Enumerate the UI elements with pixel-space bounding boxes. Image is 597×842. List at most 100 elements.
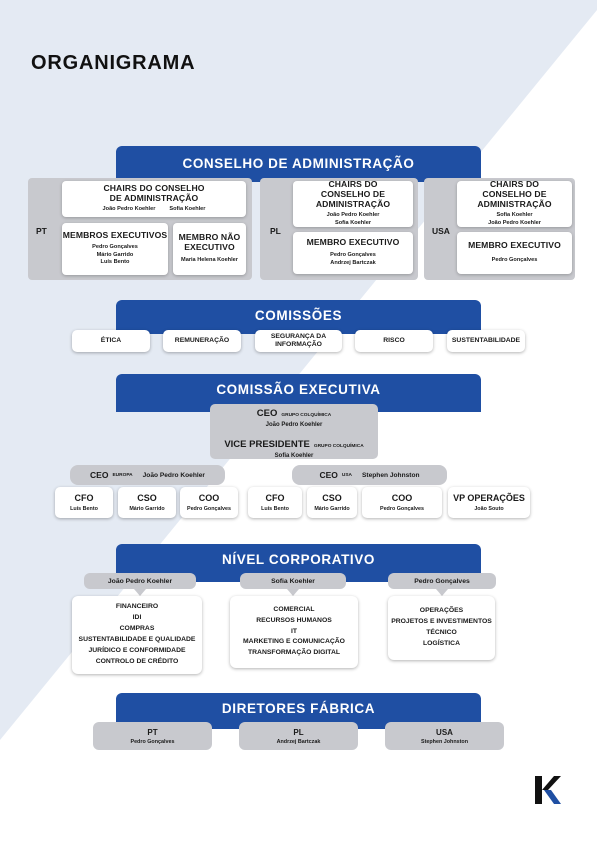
member-name: Luís Bento — [100, 259, 130, 266]
corporate-title: NÍVEL CORPORATIVO — [222, 551, 375, 567]
corporate-pointer-2 — [287, 589, 299, 596]
exec-role: CSO — [137, 493, 157, 503]
members-title: MEMBRO EXECUTIVO — [306, 237, 400, 248]
plant-director-pt: PT Pedro Gonçalves — [93, 722, 212, 750]
chair-name: Sofia Koehler — [334, 220, 372, 227]
member-name: Maria Helena Koehler — [181, 256, 238, 263]
exec-name: Mário Garrido — [129, 506, 165, 512]
corporate-area: COMPRAS — [119, 625, 155, 633]
exec-card-eu-cso: CSO Mário Garrido — [118, 487, 176, 518]
member-name: Mário Garrido — [96, 251, 134, 258]
non-exec-member-card-pt: MEMBRO NÃO EXECUTIVO Maria Helena Koehle… — [173, 223, 246, 275]
member-name: Pedro Gonçalves — [491, 257, 538, 264]
member-name: Pedro Gonçalves — [330, 252, 376, 259]
corporate-owner-3: Pedro Gonçalves — [388, 573, 496, 589]
members-title: MEMBRO EXECUTIVO — [468, 240, 561, 251]
chair-name: Sofia Koehler — [169, 206, 206, 213]
plant-director-name: Andrzej Bartczak — [276, 738, 321, 745]
committee-etica: ÉTICA — [72, 330, 150, 352]
board-title: CONSELHO DE ADMINISTRAÇÃO — [182, 155, 415, 171]
ceo-role: CEO — [256, 408, 278, 420]
ceo-usa-region: USA — [341, 472, 353, 478]
corporate-area: JURÍDICO E CONFORMIDADE — [88, 646, 186, 654]
plant-director-name: Stephen Johnston — [420, 738, 469, 745]
exec-member-card-usa: MEMBRO EXECUTIVO Pedro Gonçalves — [457, 232, 572, 274]
plant-country: USA — [436, 727, 453, 737]
board-banner: CONSELHO DE ADMINISTRAÇÃO — [116, 146, 481, 182]
committee-sustentabilidade: SUSTENTABILIDADE — [447, 330, 525, 352]
exec-name: Luís Bento — [70, 506, 98, 512]
member-name: Pedro Gonçalves — [92, 243, 138, 250]
corporate-area: IDI — [132, 614, 142, 622]
chairs-title: CHAIRS DO CONSELHO DE ADMINISTRAÇÃO — [477, 178, 552, 209]
corporate-owner-1: João Pedro Koehler — [84, 573, 196, 589]
corporate-area: FINANCEIRO — [115, 603, 159, 611]
exec-name: Luís Bento — [261, 506, 289, 512]
plant-director-pl: PL Andrzej Bartczak — [239, 722, 358, 750]
corporate-area: OPERAÇÕES — [419, 607, 464, 615]
corporate-pointer-3 — [436, 589, 448, 596]
ceo-usa-header: CEO USA Stephen Johnston — [292, 465, 447, 485]
chairs-title: CHAIRS DO CONSELHO DE ADMINISTRAÇÃO — [103, 182, 205, 203]
corporate-area: PROJETOS E INVESTIMENTOS — [391, 618, 492, 626]
plant-country: PL — [293, 727, 304, 737]
plant-director-usa: USA Stephen Johnston — [385, 722, 504, 750]
exec-name: Pedro Gonçalves — [186, 506, 232, 512]
ceo-name: João Pedro Koehler — [265, 422, 323, 429]
corporate-areas-3: OPERAÇÕES PROJETOS E INVESTIMENTOS TÉCNI… — [388, 596, 495, 660]
committee-seguranca: SEGURANÇA DA INFORMAÇÃO — [255, 330, 342, 352]
corporate-areas-1: FINANCEIRO IDI COMPRAS SUSTENTABILIDADE … — [72, 596, 202, 674]
vp-role: VICE PRESIDENTE — [224, 438, 310, 450]
chair-name: Sofia Koehler — [496, 212, 533, 219]
plant-country: PT — [147, 727, 158, 737]
chairs-card-pt: CHAIRS DO CONSELHO DE ADMINISTRAÇÃO João… — [62, 181, 246, 217]
executive-title: COMISSÃO EXECUTIVA — [216, 381, 381, 397]
chairs-title: CHAIRS DO CONSELHO DE ADMINISTRAÇÃO — [315, 178, 391, 209]
ceo-europe-header: CEO EUROPA João Pedro Koehler — [70, 465, 225, 485]
exec-card-eu-coo: COO Pedro Gonçalves — [180, 487, 238, 518]
chair-name: João Pedro Koehler — [102, 206, 156, 213]
vp-name: Sofia Koehler — [274, 452, 314, 459]
corporate-pointer-1 — [134, 589, 146, 596]
members-title: MEMBRO NÃO EXECUTIVO — [178, 232, 241, 253]
ceo-usa-role: CEO — [319, 470, 338, 480]
exec-name: Mário Garrido — [314, 506, 350, 512]
exec-card-us-cso: CSO Mário Garrido — [307, 487, 357, 518]
committee-risco: RISCO — [355, 330, 433, 352]
corporate-owner-2: Sofia Koehler — [240, 573, 346, 589]
ceo-europe-name: João Pedro Koehler — [142, 471, 205, 479]
corporate-area: LOGÍSTICA — [422, 639, 460, 647]
country-label-pt: PT — [36, 226, 47, 236]
corporate-area: SUSTENTABILIDADE E QUALIDADE — [78, 636, 196, 643]
exec-role: CFO — [74, 493, 94, 503]
exec-card-us-vp-operacoes: VP OPERAÇÕES João Souto — [448, 487, 530, 518]
corporate-area: TRANSFORMAÇÃO DIGITAL — [248, 649, 340, 657]
committees-banner: COMISSÕES — [116, 300, 481, 334]
ceo-usa-name: Stephen Johnston — [362, 471, 420, 479]
plants-title: DIRETORES FÁBRICA — [221, 700, 376, 716]
corporate-area: TÉCNICO — [426, 629, 457, 636]
chairs-card-pl: CHAIRS DO CONSELHO DE ADMINISTRAÇÃO João… — [293, 178, 413, 227]
exec-name: João Souto — [474, 506, 504, 512]
exec-role: VP OPERAÇÕES — [453, 493, 525, 503]
corporate-area: COMERCIAL — [273, 605, 315, 613]
country-label-usa: USA — [432, 226, 450, 236]
chairs-card-usa: CHAIRS DO CONSELHO DE ADMINISTRAÇÃO Sofi… — [457, 178, 572, 227]
exec-card-us-cfo: CFO Luís Bento — [248, 487, 302, 518]
exec-card-us-coo: COO Pedro Gonçalves — [362, 487, 442, 518]
corporate-area: MARKETING E COMUNICAÇÃO — [243, 638, 345, 646]
committees-title: COMISSÕES — [254, 307, 343, 323]
exec-role: CFO — [265, 493, 285, 503]
ceo-europe-role: CEO — [90, 470, 109, 480]
corporate-area: CONTROLO DE CRÉDITO — [95, 657, 179, 665]
corporate-area: IT — [290, 627, 298, 635]
exec-name: Pedro Gonçalves — [379, 506, 425, 512]
exec-role: COO — [198, 493, 220, 503]
members-title: MEMBROS EXECUTIVOS — [62, 229, 168, 240]
exec-member-card-pl: MEMBRO EXECUTIVO Pedro Gonçalves Andrzej… — [293, 232, 413, 274]
exec-card-eu-cfo: CFO Luís Bento — [55, 487, 113, 518]
page-title: ORGANIGRAMA — [31, 52, 196, 74]
committee-remuneracao: REMUNERAÇÃO — [163, 330, 241, 352]
country-label-pl: PL — [270, 226, 281, 236]
